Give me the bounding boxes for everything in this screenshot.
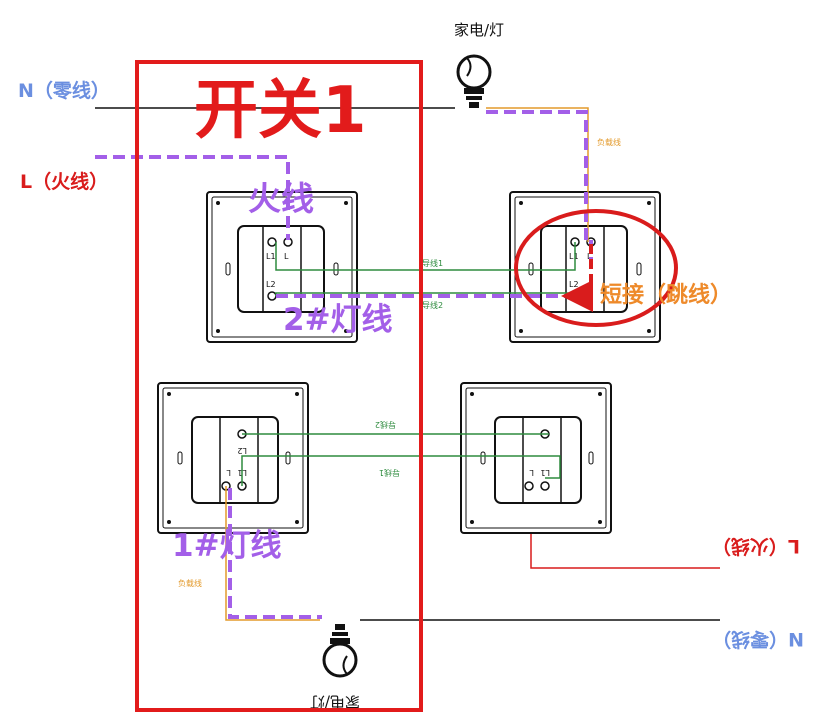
load-wire-top-label: 负载线 [597, 137, 621, 147]
n-top-label: N（零线） [18, 79, 110, 102]
switch-plate-bottom-right [460, 382, 612, 534]
short-jumper [561, 244, 593, 312]
terminal-l2-bl: L2 [237, 446, 247, 455]
guide2-top-label: 导线2 [422, 300, 443, 310]
switch1-title: 开关1 [194, 74, 367, 148]
short-highlight-ellipse [514, 209, 678, 327]
short-jump-label: 短接（跳线） [600, 282, 732, 308]
n-bottom-label: N（零线） [712, 628, 804, 651]
terminal-l-br: L [529, 468, 534, 477]
lamp-top-label: 家电/灯 [454, 21, 504, 39]
terminal-l-bl: L [226, 468, 231, 477]
hot-wire-label: 火线 [248, 179, 314, 218]
lamp-bottom [322, 624, 358, 678]
lamp-top [456, 54, 492, 108]
switch-plate-bottom-left [157, 382, 309, 534]
switch-plate-top-right [509, 191, 661, 343]
traveler-wires [241, 242, 576, 486]
guide1-top-label: 导线1 [422, 258, 443, 268]
guide2-mid-label: 导线2 [375, 420, 396, 430]
terminal-l1-br: L1 [540, 468, 550, 477]
terminal-l-tl: L [284, 252, 289, 261]
purple-dashed-wires [95, 110, 593, 619]
switch-plate-top-left [206, 191, 358, 343]
lamp-wire-1-label: 1#灯线 [172, 528, 282, 564]
l-top-label: L（火线） [20, 170, 108, 193]
terminal-l1-tl: L1 [266, 252, 276, 261]
terminal-l-tr: L [587, 252, 592, 261]
l-bottom-label: L（火线） [712, 535, 800, 558]
guide1-mid-label: 导线1 [379, 468, 400, 478]
terminal-l1-tr: L1 [569, 252, 579, 261]
load-wire-bottom-label: 负载线 [178, 578, 202, 588]
terminal-l2-tr: L2 [569, 280, 579, 289]
terminal-l2-tl: L2 [266, 280, 276, 289]
lamp-bottom-label: 家电/灯 [310, 693, 360, 711]
switch1-highlight-box [135, 60, 423, 712]
lamp-wire-2-label: 2#灯线 [283, 302, 393, 338]
load-wire-bottom [225, 486, 320, 621]
